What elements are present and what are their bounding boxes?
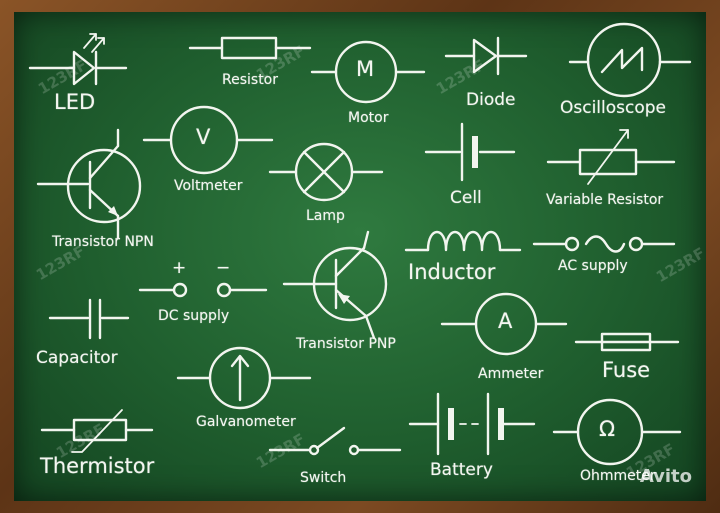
voltmeter-symbol [142,105,274,175]
diode-label: Diode [466,90,516,110]
variable-resistor-symbol [546,129,676,185]
capacitor-label: Capacitor [36,348,118,368]
led-symbol [28,33,128,86]
switch-symbol [268,426,402,456]
thermistor-symbol [40,409,154,453]
ohm-letter: Ω [599,417,616,441]
switch-label: Switch [300,470,347,486]
cell-symbol [424,122,516,182]
dc-plus-label: + [172,258,187,278]
variable-resistor-label: Variable Resistor [546,192,664,208]
transistor-npn-label: Transistor NPN [52,234,154,250]
thermistor-label: Thermistor [40,454,155,478]
transistor-pnp-label: Transistor PNP [296,336,396,352]
avito-badge: Avito [639,466,692,487]
cell-label: Cell [450,188,482,208]
lamp-label: Lamp [306,208,345,224]
ac-supply-label: AC supply [558,258,628,274]
resistor-symbol [188,36,312,60]
oscilloscope-label: Oscilloscope [560,98,667,118]
galvanometer-label: Galvanometer [196,414,296,430]
ac-supply-symbol [532,235,676,253]
resistor-label: Resistor [222,72,278,88]
diode-symbol [444,36,528,76]
inductor-label: Inductor [408,260,496,284]
capacitor-symbol [48,298,130,340]
oscilloscope-symbol [568,22,692,98]
symbols-drawing [28,22,692,466]
transistor-npn-symbol [36,128,142,240]
motor-letter: M [356,57,375,81]
inductor-symbol [404,231,522,252]
fuse-label: Fuse [602,358,651,382]
battery-label: Battery [430,460,493,480]
fuse-symbol [574,332,680,352]
ammeter-symbol [440,292,568,356]
battery-symbol [408,392,536,456]
chalkboard: 123RF 123RF 123RF 123RF 123RF 123RF 123R… [14,12,706,501]
motor-symbol [310,40,426,104]
galvanometer-symbol [176,346,312,410]
dc-minus-label: − [216,258,231,278]
ohmmeter-label: Ohmmeter [580,468,656,484]
ohmmeter-symbol [552,398,682,466]
dc-supply-symbol [138,282,268,298]
ammeter-label: Ammeter [478,366,544,382]
ammeter-letter: A [498,309,513,333]
dc-supply-label: DC supply [158,308,230,324]
voltmeter-label: Voltmeter [174,178,243,194]
led-label: LED [54,90,96,114]
motor-label: Motor [348,110,389,126]
voltmeter-letter: V [196,125,211,149]
transistor-pnp-symbol [282,230,388,340]
lamp-symbol [268,142,384,202]
